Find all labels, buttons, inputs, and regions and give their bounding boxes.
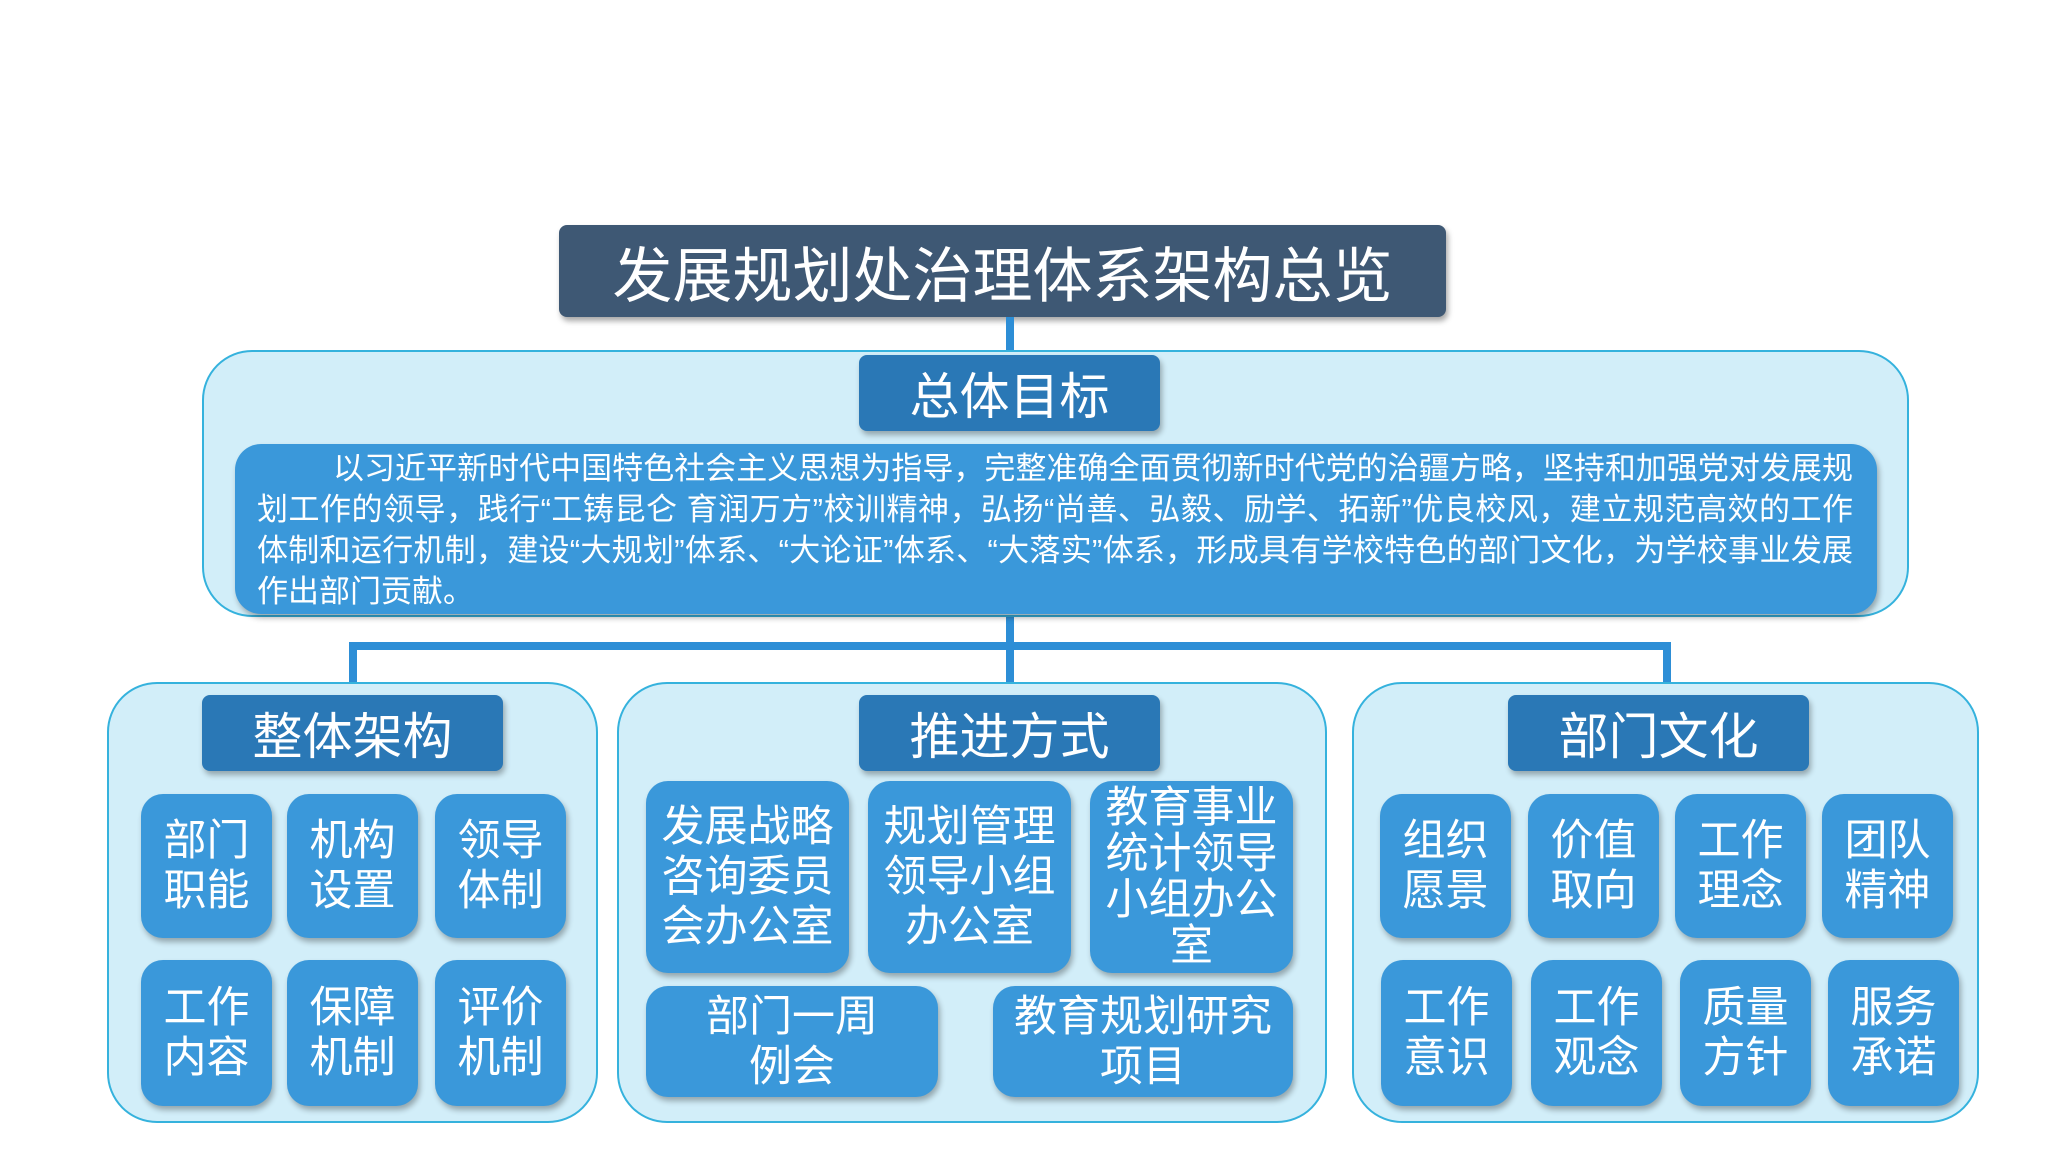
approach-item: 规划管理 领导小组 办公室: [868, 781, 1071, 973]
culture-item: 服务 承诺: [1828, 960, 1959, 1106]
connector-right: [1663, 642, 1671, 684]
culture-item: 工作 意识: [1381, 960, 1512, 1106]
structure-item: 工作 内容: [141, 960, 272, 1106]
approach-item: 教育规划研究 项目: [993, 986, 1293, 1097]
structure-item: 保障 机制: [287, 960, 418, 1106]
approach-item: 部门一周 例会: [646, 986, 938, 1097]
culture-item: 质量 方针: [1680, 960, 1811, 1106]
culture-heading: 部门文化: [1508, 695, 1809, 771]
culture-item: 价值 取向: [1528, 794, 1659, 938]
structure-heading: 整体架构: [202, 695, 503, 771]
connector-middle: [1006, 642, 1014, 684]
structure-item: 部门 职能: [141, 794, 272, 938]
connector-left: [349, 642, 357, 684]
connector-goal-down: [1006, 617, 1014, 650]
structure-item: 机构 设置: [287, 794, 418, 938]
connector-title-goal: [1006, 317, 1014, 351]
approach-item: 发展战略 咨询委员 会办公室: [646, 781, 849, 973]
diagram-title: 发展规划处治理体系架构总览: [559, 225, 1446, 317]
structure-item: 领导 体制: [435, 794, 566, 938]
goal-text: 以习近平新时代中国特色社会主义思想为指导，完整准确全面贯彻新时代党的治疆方略，坚…: [235, 444, 1877, 614]
approach-heading: 推进方式: [859, 695, 1160, 771]
culture-item: 团队 精神: [1822, 794, 1953, 938]
culture-item: 组织 愿景: [1380, 794, 1511, 938]
approach-item: 教育事业 统计领导 小组办公 室: [1090, 781, 1293, 973]
goal-heading: 总体目标: [859, 355, 1160, 431]
culture-item: 工作 理念: [1675, 794, 1806, 938]
culture-item: 工作 观念: [1531, 960, 1662, 1106]
structure-item: 评价 机制: [435, 960, 566, 1106]
